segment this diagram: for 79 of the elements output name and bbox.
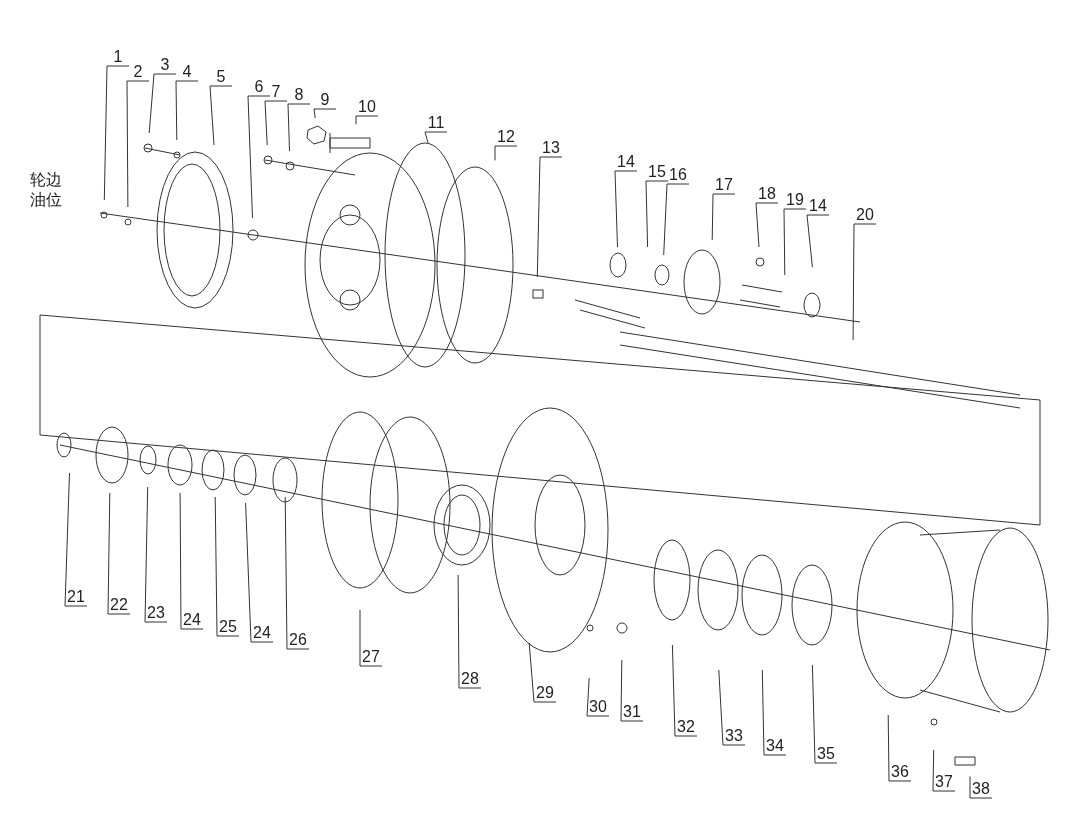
callout-number: 19 [784,191,806,209]
leader-line [284,496,310,650]
callout-number: 14 [615,153,637,171]
leader-line [645,180,669,248]
leader-line [755,202,779,248]
callout-number: 30 [587,698,609,716]
leader-line [64,472,88,607]
leader-line [424,131,448,144]
callout-number: 38 [970,780,992,798]
callout-number: 25 [217,618,239,636]
leader-line [359,609,383,667]
leader-line [264,100,288,146]
callout-number: 1 [107,48,129,66]
oil-level-label: 轮边油位 [30,170,63,210]
callout-number: 3 [154,56,176,74]
leader-line [179,492,204,630]
callout-number: 10 [356,98,378,116]
callout-number: 4 [176,63,198,81]
callout-number: 22 [108,596,130,614]
leader-line [614,170,638,248]
callout-number: 21 [65,588,87,606]
callout-number: 12 [495,128,517,146]
leader-line [287,103,311,152]
callout-number: 24 [181,611,203,629]
leader-line [214,496,240,637]
callout-number: 29 [534,684,556,702]
callout-number: 37 [933,773,955,791]
leader-line [457,574,482,689]
callout-number: 11 [425,114,447,132]
callout-number: 31 [621,703,643,721]
callout-number: 18 [756,185,778,203]
leader-line [811,664,838,764]
callout-number: 26 [287,631,309,649]
leader-line [313,108,337,119]
leader-line [245,502,274,643]
callout-number: 5 [210,68,232,86]
leader-line [718,669,746,746]
callout-number: 33 [723,727,745,745]
callout-number: 8 [288,86,310,104]
callout-number: 24 [251,624,273,642]
callout-number: 14 [807,197,829,215]
leader-line [761,669,787,756]
leader-line [806,214,830,268]
callout-number: 17 [713,176,735,194]
leader-line [711,193,736,241]
leader-line [969,775,993,799]
callout-number: 23 [145,604,167,622]
leader-line [107,492,131,615]
leader-line [783,208,807,276]
callout-number: 9 [314,91,336,109]
callout-number: 27 [360,648,382,666]
leader-line [126,80,150,208]
callout-number: 13 [540,139,562,157]
leader-line [663,183,690,256]
leader-line [247,95,271,219]
leader-line [852,223,877,341]
leader-line [671,644,698,737]
leader-line [144,486,168,623]
callout-number: 2 [127,63,149,81]
leader-line [209,85,233,146]
leader-line [494,145,518,161]
leader-line [536,156,563,278]
callout-number: 34 [764,737,786,755]
leader-line [355,115,379,125]
callout-number: 20 [854,206,876,224]
leader-line [932,749,956,792]
leader-line [586,677,610,717]
callout-number: 16 [667,166,689,184]
leader-line [620,659,644,722]
callout-number: 15 [646,163,668,181]
leader-line [528,642,557,703]
leader-line [887,714,912,782]
leader-line [148,73,177,134]
leader-line [175,80,199,141]
callout-number: 36 [889,763,911,781]
callout-number: 32 [675,718,697,736]
callout-number: 35 [815,745,837,763]
callout-number: 28 [459,670,481,688]
leader-line [103,65,130,201]
